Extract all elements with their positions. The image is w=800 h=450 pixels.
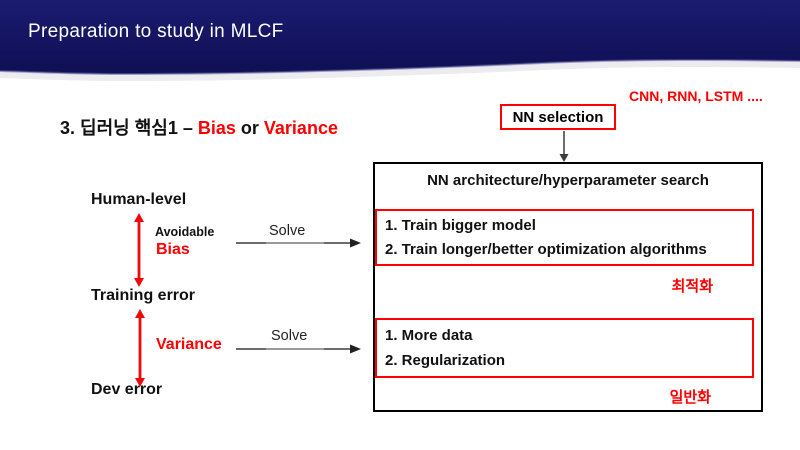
- header-wave-highlight: [0, 59, 800, 76]
- header-title: Preparation to study in MLCF: [28, 21, 284, 42]
- bias-solutions-box: 1. Train bigger model 2. Train longer/be…: [375, 209, 754, 266]
- solve-arrow-variance: [236, 344, 361, 354]
- header-wave-band: [0, 0, 800, 82]
- nn-search-box-title: NN architecture/hyperparameter search: [427, 172, 709, 189]
- nn-selection-box: NN selection: [500, 104, 616, 130]
- nn-types-note: CNN, RNN, LSTM ....: [629, 88, 763, 104]
- variance-solutions-box: 1. More data 2. Regularization: [375, 318, 754, 378]
- bias-solution-item: 1. Train bigger model: [385, 217, 536, 235]
- header-band-shape: [0, 0, 800, 74]
- slide-title: 3. 딥러닝 핵심1 – Bias or Variance: [40, 93, 338, 161]
- slide-title-or: or: [235, 118, 264, 138]
- variance-solution-item: 2. Regularization: [385, 351, 506, 369]
- slide-title-variance: Variance: [263, 118, 338, 138]
- slide-title-prefix: 3. 딥러닝 핵심1 –: [60, 118, 198, 138]
- solve-arrow-bias: [236, 238, 361, 248]
- bias-label: Bias: [156, 241, 190, 258]
- nn-selection-label: NN selection: [512, 108, 604, 126]
- variance-gap-double-arrow: [135, 309, 145, 387]
- training-error-label: Training error: [91, 287, 196, 304]
- header-wave-shadow: [0, 61, 800, 82]
- generalization-label-ko: 일반화: [669, 389, 711, 406]
- avoidable-label: Avoidable: [155, 225, 215, 239]
- solve-label-variance: Solve: [271, 328, 308, 344]
- variance-solution-item: 1. More data: [385, 327, 473, 345]
- nn-search-box: NN architecture/hyperparameter search 1.…: [373, 162, 763, 412]
- human-level-label: Human-level: [91, 191, 187, 208]
- solve-label-bias: Solve: [269, 223, 306, 239]
- bias-solution-item: 2. Train longer/better optimization algo…: [385, 240, 707, 258]
- bias-gap-double-arrow: [134, 213, 144, 287]
- dev-error-label: Dev error: [91, 381, 163, 398]
- variance-label: Variance: [156, 336, 222, 353]
- optimization-label-ko: 최적화: [671, 278, 713, 295]
- nn-selection-connector-arrow: [559, 131, 569, 162]
- slide-title-bias: Bias: [197, 118, 236, 138]
